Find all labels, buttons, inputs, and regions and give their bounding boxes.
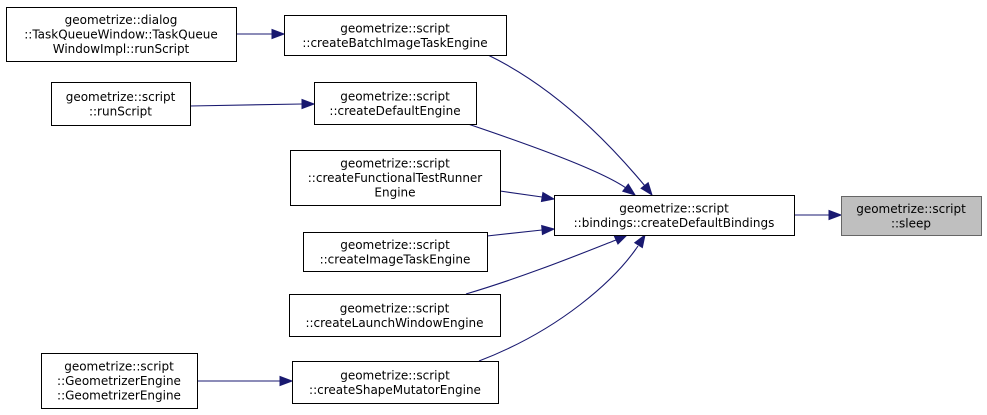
edge-line [487, 54, 646, 187]
node-create-batch-image-task-engine[interactable]: geometrize::script::createBatchImageTask… [284, 15, 507, 56]
node-box [41, 353, 198, 409]
node-label-line: ::createLaunchWindowEngine [305, 316, 483, 330]
node-geometrizer-engine-ctor[interactable]: geometrize::script::GeometrizerEngine::G… [41, 353, 198, 409]
node-label-line: ::GeometrizerEngine [57, 374, 181, 388]
node-label-line: geometrize::script [340, 301, 450, 315]
edge-batch-to-bindings [487, 54, 653, 197]
node-label-line: ::createFunctionalTestRunner [308, 171, 483, 185]
node-label-line: ::createImageTaskEngine [320, 252, 471, 266]
node-label-line: ::bindings::createDefaultBindings [574, 216, 775, 230]
node-label-line: geometrize::script [66, 90, 176, 104]
arrowhead-icon [621, 183, 637, 196]
edge-taskqueue-to-batch [236, 28, 286, 40]
edge-line [189, 103, 303, 107]
node-box [6, 7, 237, 62]
node-create-shape-mutator-engine[interactable]: geometrize::script::createShapeMutatorEn… [292, 361, 499, 404]
node-label-line: geometrize::script [340, 368, 450, 382]
node-box [554, 195, 795, 236]
arrowhead-icon [640, 181, 653, 197]
node-label-line: geometrize::script [619, 201, 729, 215]
node-sleep[interactable]: geometrize::script::sleep [841, 196, 982, 236]
edge-line [486, 229, 543, 237]
edges-layer [189, 28, 843, 387]
node-label-line: geometrize::script [64, 360, 174, 374]
arrowhead-icon [271, 28, 286, 40]
node-label-line: geometrize::script [340, 238, 450, 252]
arrowhead-icon [541, 224, 556, 236]
node-label-line: geometrize::script [340, 21, 450, 35]
node-label-line: ::createShapeMutatorEngine [309, 383, 481, 397]
node-label-line: geometrize::script [340, 157, 450, 171]
arrowhead-icon [279, 375, 294, 387]
node-label-line: geometrize::script [340, 89, 450, 103]
node-box [841, 196, 982, 236]
edge-line [499, 190, 543, 198]
arrowhead-icon [828, 209, 843, 221]
node-box [303, 232, 488, 272]
node-label-line: ::createDefaultEngine [329, 104, 460, 118]
node-box [290, 150, 501, 206]
nodes-layer: geometrize::script::sleepgeometrize::scr… [6, 7, 982, 409]
node-box [284, 15, 507, 56]
node-box [314, 82, 477, 125]
node-box [51, 82, 191, 126]
node-create-image-task-engine[interactable]: geometrize::script::createImageTaskEngin… [303, 232, 488, 272]
arrowhead-icon [633, 233, 646, 249]
edge-geometrizer-to-shapemut [197, 375, 294, 387]
node-run-script[interactable]: geometrize::script::runScript [51, 82, 191, 126]
node-create-launch-window-engine[interactable]: geometrize::script::createLaunchWindowEn… [289, 294, 501, 337]
arrowhead-icon [613, 234, 629, 245]
edge-bindings-to-sleep [794, 209, 843, 221]
node-label-line: ::createBatchImageTaskEngine [302, 36, 487, 50]
node-label-line: geometrize::script [856, 202, 966, 216]
node-label-line: WindowImpl::runScript [53, 42, 190, 56]
edge-runscript-to-default [189, 98, 316, 110]
node-label-line: ::sleep [891, 216, 931, 230]
node-task-queue-window-impl-run-script[interactable]: geometrize::dialog::TaskQueueWindow::Tas… [6, 7, 237, 62]
edge-imagetask-to-bindings [486, 224, 556, 237]
edge-shapemut-to-bindings [478, 233, 646, 362]
node-label-line: geometrize::dialog [65, 13, 178, 27]
node-create-default-bindings[interactable]: geometrize::script::bindings::createDefa… [554, 195, 795, 236]
edge-line [465, 239, 617, 295]
arrowhead-icon [540, 191, 556, 203]
node-create-functional-test-runner-engine[interactable]: geometrize::script::createFunctionalTest… [290, 150, 501, 206]
edge-functional-to-bindings [499, 190, 556, 203]
edge-line [467, 123, 627, 189]
node-label-line: ::GeometrizerEngine [57, 389, 181, 403]
node-box [292, 361, 499, 404]
node-box [289, 294, 501, 337]
edge-default-to-bindings [467, 123, 637, 196]
node-label-line: ::runScript [89, 104, 152, 118]
edge-line [478, 245, 639, 362]
node-label-line: Engine [374, 186, 415, 200]
node-create-default-engine[interactable]: geometrize::script::createDefaultEngine [314, 82, 477, 125]
arrowhead-icon [301, 98, 316, 110]
node-label-line: ::TaskQueueWindow::TaskQueue [24, 28, 217, 42]
